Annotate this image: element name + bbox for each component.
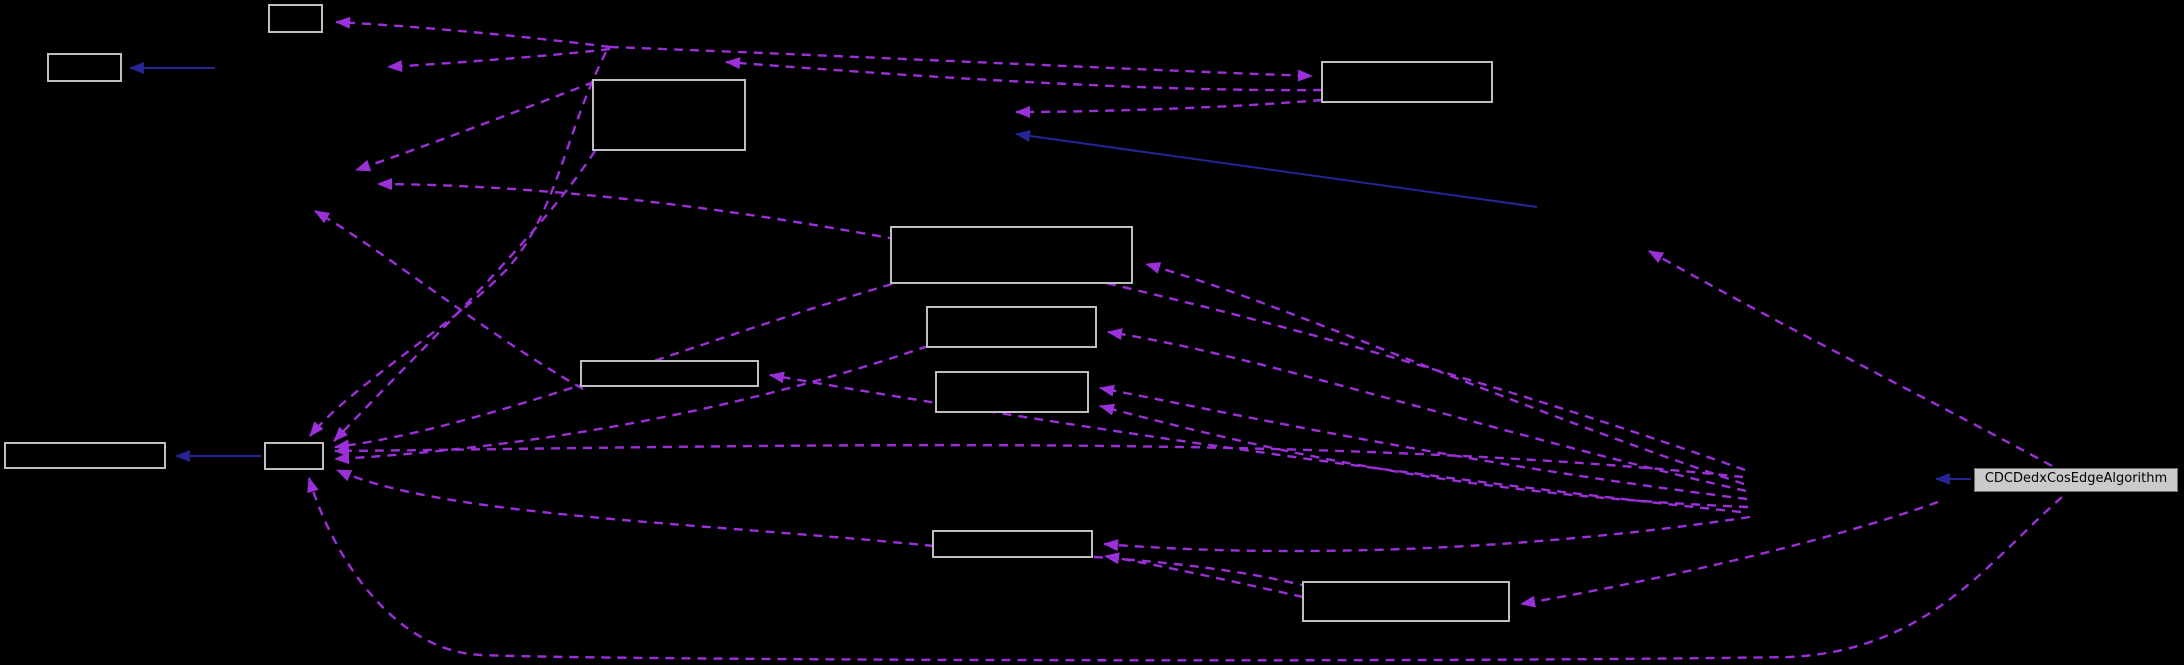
graph-node-1[interactable] [268, 4, 323, 33]
edge-dashed-23 [1104, 552, 1304, 599]
graph-node-2[interactable] [47, 53, 122, 82]
edge-dashed-6 [1015, 98, 1323, 118]
edge-dashed-5 [725, 57, 1323, 92]
edge-dashed-19 [1099, 384, 1748, 501]
graph-node-3[interactable] [592, 79, 746, 151]
edge-dashed-21 [769, 371, 1742, 514]
edge-dashed-22 [1103, 515, 1751, 553]
edge-dashed-9 [309, 51, 608, 437]
edge-dashed-7 [377, 178, 1746, 472]
edge-dashed-8 [314, 209, 584, 391]
graph-node-10[interactable] [264, 442, 324, 470]
edge-dashed-24 [1520, 500, 1939, 608]
edge-dashed-14 [336, 468, 935, 548]
edge-dashed-17 [1145, 262, 1745, 486]
graph-node-11[interactable] [932, 530, 1093, 558]
edge-dashed-13 [334, 344, 929, 465]
graph-node-9[interactable] [4, 442, 166, 469]
graph-node-8[interactable] [935, 371, 1089, 413]
graph-node-12[interactable] [1302, 581, 1510, 622]
edge-dashed-1 [335, 16, 611, 49]
edge-dashed-15 [307, 477, 2063, 662]
edge-dashed-3 [355, 80, 595, 172]
edge-dashed-20 [1099, 403, 1749, 509]
edge-solid-2 [1015, 130, 1538, 208]
node-cdcdedxcosedgealgorithm[interactable]: CDCDedxCosEdgeAlgorithm [1974, 468, 2178, 492]
edge-dashed-2 [387, 47, 611, 73]
graph-node-4[interactable] [1321, 61, 1493, 103]
edge-dashed-10 [333, 150, 597, 442]
edge-dashed-25 [1093, 555, 1303, 587]
graph-node-7[interactable] [580, 360, 759, 387]
graph-node-5[interactable] [890, 226, 1133, 284]
edge-dashed-4 [609, 45, 1313, 82]
edge-dashed-16 [1648, 249, 2053, 468]
graph-node-6[interactable] [926, 306, 1097, 348]
edge-dashed-18 [1107, 328, 1747, 493]
edge-dashed-11 [334, 443, 1744, 479]
